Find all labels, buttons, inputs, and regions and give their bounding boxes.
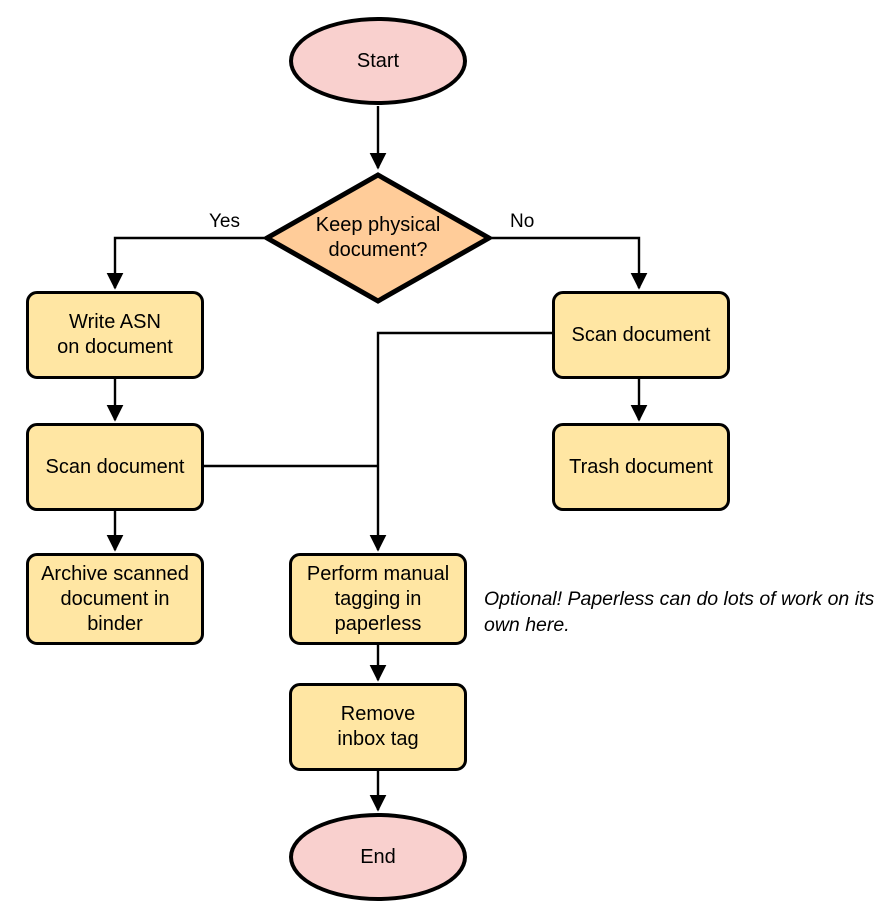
node-trash-document-label: Trash document	[569, 455, 713, 478]
edge-decision-no-to-scanright	[492, 236, 648, 290]
node-tagging-label: Perform manual tagging in paperless	[306, 562, 450, 635]
node-scan-document-right[interactable]: Scan document	[552, 291, 730, 379]
node-decision-label: Keep physical document?	[315, 214, 441, 261]
node-write-asn-label: Write ASN on document	[57, 311, 173, 358]
node-end[interactable]: End	[289, 813, 467, 901]
node-decision-keep-physical-document[interactable]: Keep physical document?	[264, 172, 492, 304]
node-remove-inbox-tag-label: Remove inbox tag	[337, 703, 419, 750]
node-scan-document-right-label: Scan document	[571, 323, 711, 346]
diamond-shape	[264, 172, 492, 304]
node-archive-label: Archive scanned document in binder	[41, 562, 189, 635]
node-start-label: Start	[356, 49, 400, 72]
node-remove-inbox-tag[interactable]: Remove inbox tag	[289, 683, 467, 771]
edge-label-no: No	[510, 211, 535, 232]
annotation-optional-note: Optional! Paperless can do lots of work …	[484, 588, 875, 636]
node-perform-manual-tagging[interactable]: Perform manual tagging in paperless	[289, 553, 467, 645]
node-scan-document-left-label: Scan document	[45, 455, 185, 478]
node-scan-document-left[interactable]: Scan document	[26, 423, 204, 511]
edge-label-yes: Yes	[209, 211, 240, 232]
node-write-asn-on-document[interactable]: Write ASN on document	[26, 291, 204, 379]
node-start[interactable]: Start	[289, 17, 467, 105]
node-end-label: End	[360, 845, 396, 868]
node-archive-scanned-document[interactable]: Archive scanned document in binder	[26, 553, 204, 645]
node-trash-document[interactable]: Trash document	[552, 423, 730, 511]
edge-scanright-to-tagging	[369, 331, 552, 552]
edge-decision-yes-to-writeasn	[106, 236, 264, 290]
